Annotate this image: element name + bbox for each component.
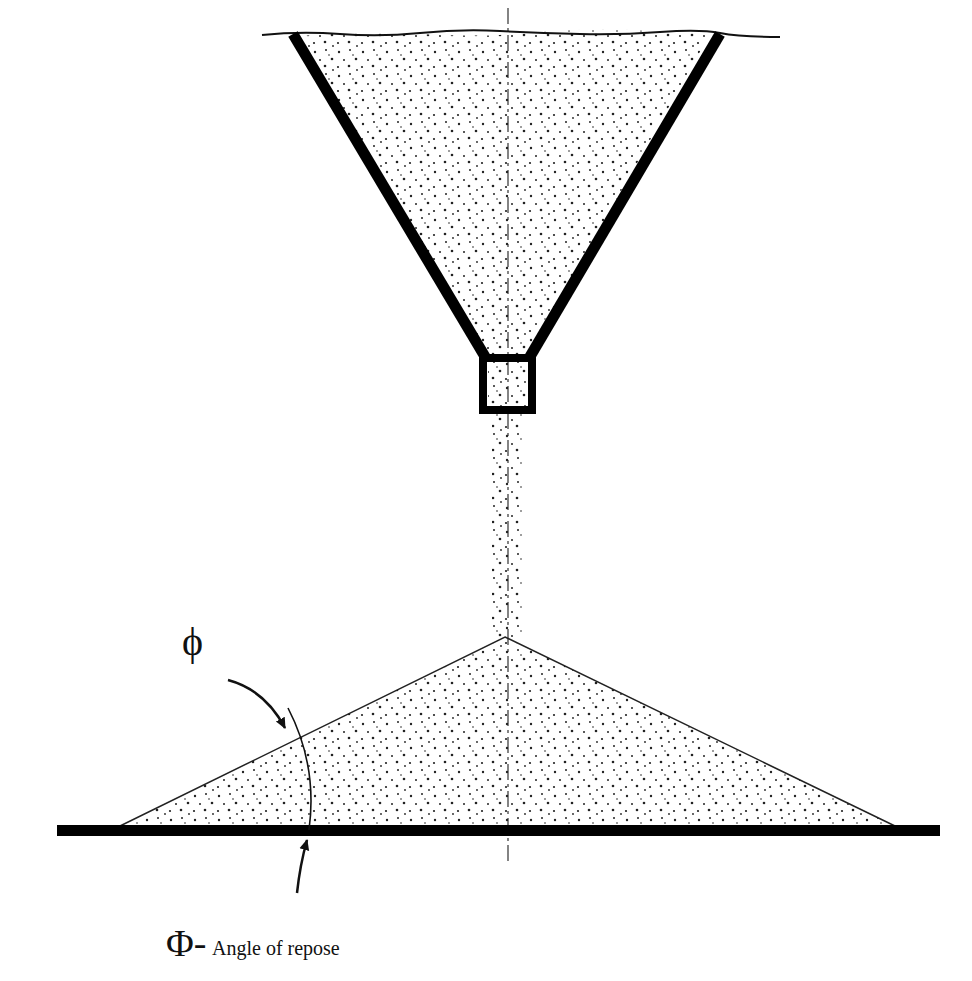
sand-stream — [492, 414, 522, 638]
angle-arc — [288, 708, 311, 830]
funnel-wall — [293, 34, 487, 360]
angle-symbol: Φ- — [166, 924, 206, 962]
caption-text: Angle of repose — [212, 938, 340, 958]
sand-pile — [120, 637, 895, 826]
sand-surface — [262, 30, 780, 37]
pointer-arrow — [228, 680, 285, 728]
ground-surface — [57, 825, 940, 836]
funnel-sand — [300, 29, 710, 358]
funnel-spout — [483, 358, 532, 410]
pointer-arrow — [297, 840, 307, 893]
angle-symbol: ϕ — [182, 622, 203, 662]
spout-sand — [488, 358, 528, 410]
funnel-wall — [528, 34, 720, 360]
